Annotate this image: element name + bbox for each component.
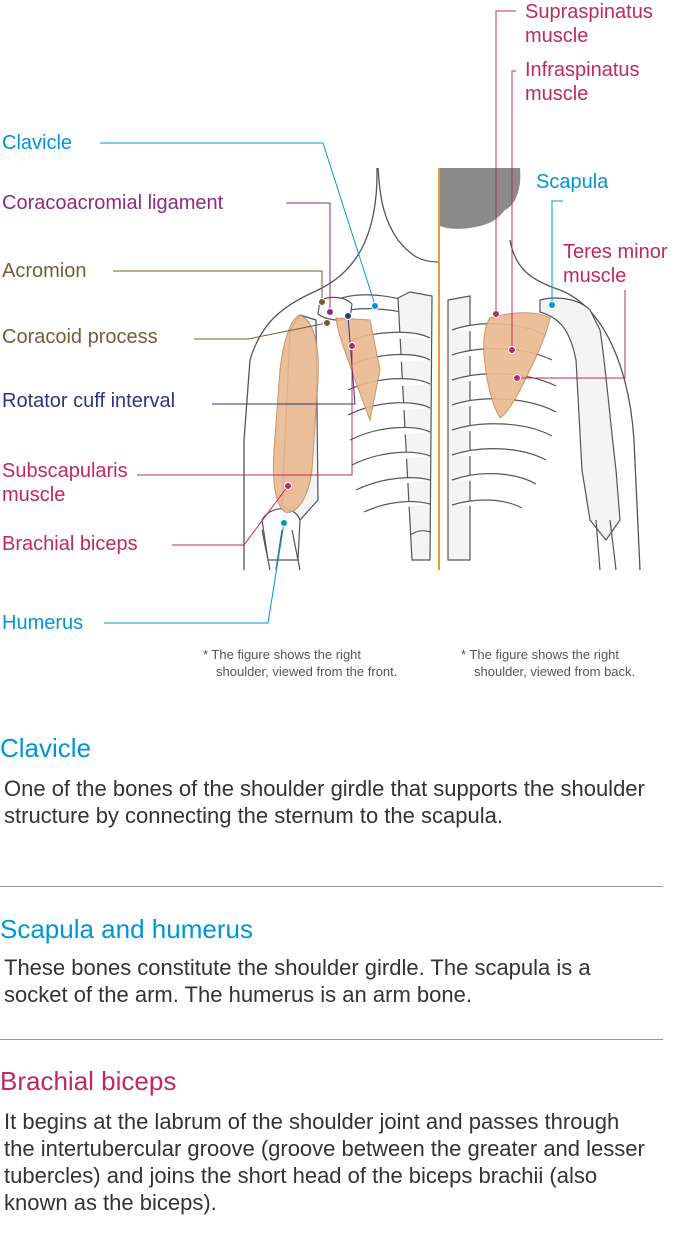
marker-dots	[280, 298, 556, 527]
label-coracoacromial-ligament: Coracoacromial ligament	[2, 192, 224, 214]
label-infraspinatus-muscle: Infraspinatus muscle	[525, 59, 640, 105]
label-coracoid-process: Coracoid process	[2, 326, 158, 348]
note-front-line2: shoulder, viewed from the front.	[216, 664, 398, 679]
divider	[0, 1039, 663, 1040]
shoulder-anatomy-diagram: Clavicle Coracoacromial ligament Acromio…	[2, 1, 668, 680]
section-body: One of the bones of the shoulder girdle …	[4, 776, 645, 828]
label-brachial-biceps: Brachial biceps	[2, 533, 138, 555]
divider	[0, 886, 663, 887]
note-back-view: * The figure shows the right shoulder, v…	[461, 646, 635, 680]
back-muscles	[483, 312, 551, 419]
note-back-line1: * The figure shows the right	[461, 647, 620, 662]
label-humerus: Humerus	[2, 612, 84, 634]
section-scapula-humerus: Scapula and humerus These bones constitu…	[0, 914, 663, 1008]
section-title: Scapula and humerus	[0, 914, 253, 944]
hair-shape	[440, 168, 521, 229]
section-brachial-biceps: Brachial biceps It begins at the labrum …	[0, 1066, 663, 1216]
section-clavicle: Clavicle One of the bones of the shoulde…	[0, 733, 663, 829]
label-rotator-cuff-interval: Rotator cuff interval	[2, 390, 176, 412]
section-title: Clavicle	[0, 733, 92, 763]
section-title: Brachial biceps	[0, 1066, 177, 1096]
note-front-line1: * The figure shows the right	[203, 647, 362, 662]
front-muscles	[272, 314, 381, 513]
note-back-line2: shoulder, viewed from back.	[474, 664, 636, 679]
note-front-view: * The figure shows the right shoulder, v…	[203, 646, 397, 680]
label-supraspinatus-muscle: Supraspinatus muscle	[525, 1, 653, 47]
section-body: It begins at the labrum of the shoulder …	[4, 1109, 645, 1215]
label-scapula: Scapula	[536, 171, 609, 193]
body-outline	[243, 167, 641, 571]
anatomy-illustration	[100, 10, 641, 624]
label-subscapularis-muscle: Subscapularis muscle	[2, 460, 128, 506]
back-skeleton	[447, 295, 621, 571]
label-teres-minor-muscle: Teres minor muscle	[563, 241, 668, 287]
label-acromion: Acromion	[2, 260, 87, 282]
section-body: These bones constitute the shoulder gird…	[4, 955, 591, 1007]
leader-lines	[100, 10, 626, 624]
label-clavicle: Clavicle	[2, 132, 73, 154]
